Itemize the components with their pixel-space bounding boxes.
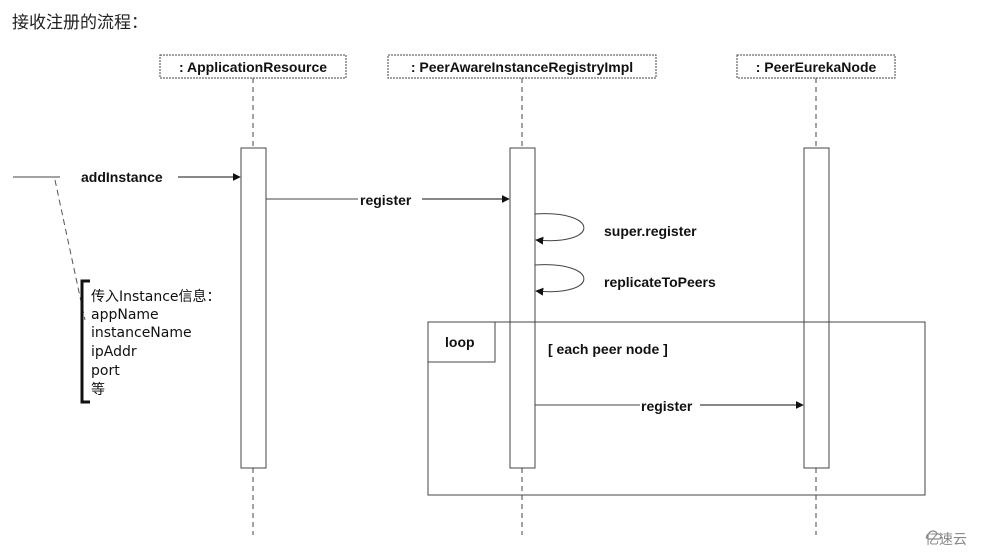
message-replicate-to-peers: replicateToPeers — [534, 264, 716, 296]
activation-bar — [803, 147, 830, 469]
lifeline-application-resource: : ApplicationResource — [159, 54, 347, 535]
message-label: addInstance — [81, 169, 163, 185]
message-label: super.register — [604, 223, 697, 239]
note-line: appName — [91, 307, 159, 323]
message-label: register — [360, 192, 412, 208]
lifeline-label: : ApplicationResource — [179, 59, 327, 75]
lifeline-peer-eureka-node: : PeerEurekaNode — [736, 54, 896, 535]
message-add-instance: addInstance — [13, 169, 241, 185]
note-line: port — [91, 363, 120, 379]
message-label: register — [641, 398, 693, 414]
note-line: 等 — [91, 381, 105, 398]
lifeline-label: : PeerAwareInstanceRegistryImpl — [411, 59, 633, 75]
message-super-register: super.register — [534, 213, 697, 245]
lifeline-peer-aware-registry: : PeerAwareInstanceRegistryImpl — [387, 54, 657, 535]
cloud-logo-icon — [926, 530, 942, 540]
watermark: 亿速云 — [925, 529, 967, 549]
note-line: ipAddr — [91, 344, 137, 360]
page-heading: 接收注册的流程： — [12, 13, 148, 33]
message-register-1: register — [266, 192, 510, 208]
watermark-text: 亿速云 — [925, 532, 967, 548]
message-label: replicateToPeers — [604, 274, 716, 290]
lifeline-label: : PeerEurekaNode — [756, 59, 877, 75]
note-instance-info: 传入Instance信息： appName instanceName ipAdd… — [54, 179, 221, 404]
activation-bar — [240, 147, 267, 469]
note-line: instanceName — [91, 325, 192, 341]
message-register-2: register — [535, 398, 804, 414]
loop-guard: [ each peer node ] — [548, 341, 668, 357]
activation-bar — [509, 147, 536, 469]
loop-frame: loop [ each peer node ] — [427, 321, 926, 496]
loop-tag: loop — [445, 334, 475, 350]
note-line: 传入Instance信息： — [91, 288, 221, 305]
